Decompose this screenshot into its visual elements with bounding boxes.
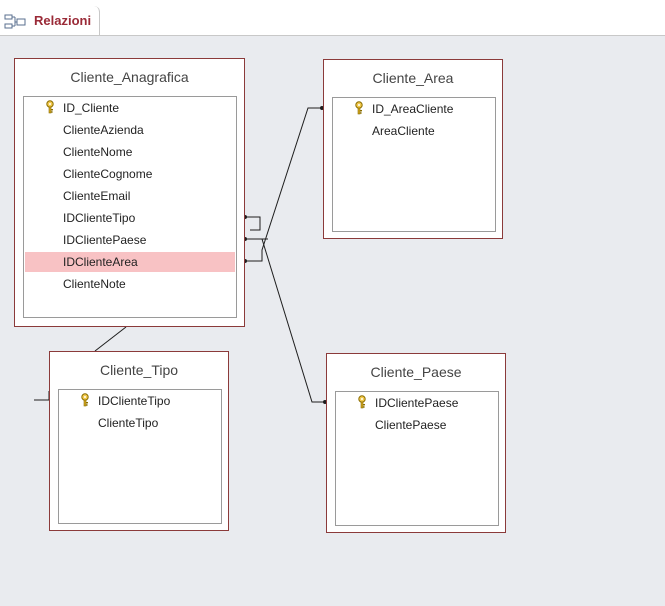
field-name: ID_AreaCliente	[372, 102, 454, 116]
table-title: Cliente_Area	[372, 70, 454, 86]
field-row[interactable]: IDClientePaese	[337, 393, 497, 413]
field-name: ClienteEmail	[63, 189, 131, 203]
field-row[interactable]: IDClientePaese	[25, 230, 235, 250]
field-row[interactable]: ClienteTipo	[60, 413, 220, 433]
relationships-icon	[4, 14, 26, 29]
field-name: ID_Cliente	[63, 101, 120, 115]
field-name: ClienteAzienda	[63, 123, 144, 137]
table-title: Cliente_Anagrafica	[70, 69, 189, 85]
relationship-line-tipo-2	[94, 326, 127, 352]
field-name: ClienteTipo	[98, 416, 159, 430]
field-row[interactable]: ID_AreaCliente	[334, 99, 494, 119]
table-cliente-area[interactable]: Cliente_Area ID_AreaCliente AreaCliente	[323, 59, 503, 239]
field-row[interactable]: ClientePaese	[337, 415, 497, 435]
table-title: Cliente_Paese	[370, 364, 462, 380]
primary-key-icon	[46, 100, 54, 114]
field-list[interactable]: IDClientePaese ClientePaese	[335, 391, 499, 526]
field-name: IDClientePaese	[63, 233, 147, 247]
field-name: IDClientePaese	[375, 396, 459, 410]
field-name: IDClienteArea	[63, 255, 138, 269]
field-name: IDClienteTipo	[63, 211, 136, 225]
field-row[interactable]: IDClienteTipo	[25, 208, 235, 228]
document-tab-strip: Relazioni	[0, 0, 665, 36]
field-name: ClienteNome	[63, 145, 133, 159]
primary-key-icon	[358, 395, 366, 409]
relationship-line-tipo-3	[34, 391, 50, 401]
field-row[interactable]: ClienteNome	[25, 142, 235, 162]
field-name: ClientePaese	[375, 418, 447, 432]
field-row[interactable]: ClienteAzienda	[25, 120, 235, 140]
field-list[interactable]: ID_Cliente ClienteAzienda ClienteNome Cl…	[23, 96, 237, 318]
tab-strip-border	[0, 35, 665, 36]
field-name: ClienteCognome	[63, 167, 153, 181]
relationship-line-area	[245, 107, 323, 262]
tab-relazioni[interactable]: Relazioni	[0, 6, 100, 36]
field-list[interactable]: IDClienteTipo ClienteTipo	[58, 389, 222, 524]
primary-key-icon	[355, 101, 363, 115]
field-name: ClienteNote	[63, 277, 126, 291]
field-row[interactable]: ClienteCognome	[25, 164, 235, 184]
relationship-line-tipo	[245, 216, 261, 231]
field-name: AreaCliente	[372, 124, 435, 138]
field-list[interactable]: ID_AreaCliente AreaCliente	[332, 97, 496, 232]
field-row[interactable]: IDClienteTipo	[60, 391, 220, 411]
field-row[interactable]: ClienteNote	[25, 274, 235, 294]
primary-key-icon	[81, 393, 89, 407]
field-row[interactable]: AreaCliente	[334, 121, 494, 141]
relationship-line-paese	[245, 238, 326, 403]
table-title: Cliente_Tipo	[99, 362, 179, 378]
field-row[interactable]: ClienteEmail	[25, 186, 235, 206]
tab-label: Relazioni	[34, 13, 92, 28]
field-row-selected[interactable]: IDClienteArea	[25, 252, 235, 272]
field-name: IDClienteTipo	[98, 394, 171, 408]
table-cliente-tipo[interactable]: Cliente_Tipo IDClienteTipo ClienteTipo	[49, 351, 229, 531]
table-cliente-anagrafica[interactable]: Cliente_Anagrafica ID_Cliente ClienteAzi…	[14, 58, 245, 327]
table-cliente-paese[interactable]: Cliente_Paese IDClientePaese ClientePaes…	[326, 353, 506, 533]
field-row[interactable]: ID_Cliente	[25, 98, 235, 118]
